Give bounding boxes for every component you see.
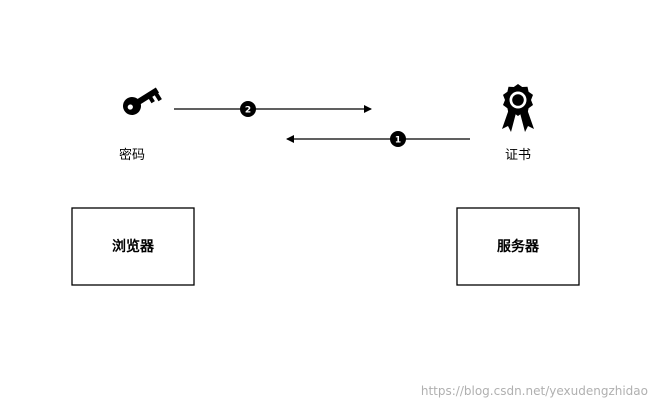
step-two-number: 2	[245, 106, 251, 116]
browser-box	[71, 207, 195, 286]
step-one-badge	[390, 131, 406, 147]
step-one-number: 1	[395, 136, 401, 146]
award-ribbon-icon	[502, 84, 534, 132]
server-label: 服务器	[497, 238, 540, 255]
browser-label: 浏览器	[112, 238, 155, 255]
key-icon	[123, 87, 162, 115]
password-label: 密码	[119, 147, 145, 163]
step-two-badge	[240, 101, 256, 117]
watermark: https://blog.csdn.net/yexudengzhidao	[421, 384, 648, 398]
certificate-label: 证书	[505, 148, 531, 163]
server-box	[456, 207, 580, 286]
